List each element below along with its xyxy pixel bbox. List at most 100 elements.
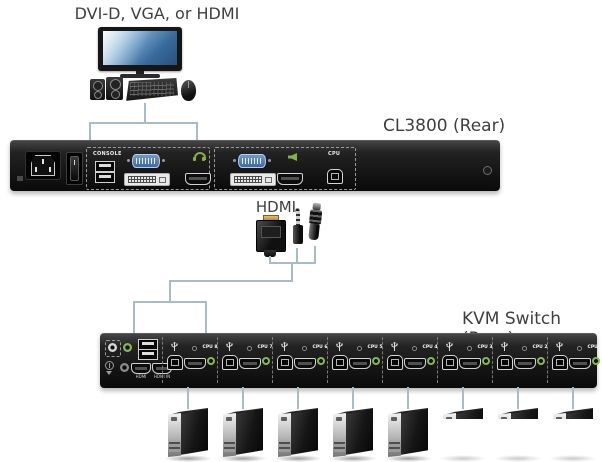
- monitor-screen: [103, 31, 177, 65]
- kvm-power-jack-box: [105, 340, 121, 357]
- cpu-hdmi-port: [294, 358, 316, 369]
- kvm-console-usb-a-port: [138, 349, 158, 360]
- connector-line: [297, 387, 299, 409]
- cpu-audio-jack: [537, 357, 545, 365]
- console-section-label: CONSOLE: [93, 151, 122, 157]
- monitor-bezel: [98, 27, 182, 71]
- cpu-usb-b-port: [222, 355, 238, 370]
- cpu-port-group: CPU 8: [162, 337, 218, 383]
- connector-line: [205, 301, 207, 334]
- connector-line: [169, 280, 171, 302]
- cpu-audio-jack: [427, 357, 435, 365]
- cpu-section: CPU: [214, 147, 356, 190]
- cpu-usb-b-port: [442, 355, 458, 370]
- cpu-port-label: CPU 4: [422, 345, 438, 350]
- connector-line: [407, 387, 409, 409]
- cpu-usb-b-port: [327, 169, 343, 184]
- cl3800-rear-panel: CONSOLE CPU: [10, 140, 500, 191]
- usb-icon: [446, 342, 453, 351]
- cpu-hdmi-port: [569, 358, 591, 369]
- audio-plug-icon: [292, 208, 304, 248]
- connector-line: [517, 387, 519, 409]
- cpu-hdmi-port: [277, 173, 303, 185]
- audio-knob-icon: [522, 346, 527, 351]
- screw-hole: [483, 166, 492, 175]
- connector-line: [89, 122, 91, 141]
- cpu-usb-b-port: [552, 355, 568, 370]
- cl3800-title: CL3800 (Rear): [383, 116, 506, 136]
- cpu-hdmi-port: [349, 358, 371, 369]
- cpu-hdmi-port: [184, 358, 206, 369]
- console-usb-a-port: [95, 161, 115, 172]
- cpu-vga-port: [233, 154, 266, 168]
- cpu-port-group: CPU 2: [492, 337, 548, 383]
- computer-tower: [329, 408, 377, 462]
- cpu-usb-b-port: [277, 355, 293, 370]
- connector-line: [291, 262, 293, 282]
- cpu-port-group: CPU 3: [437, 337, 493, 383]
- headphone-icon: [193, 152, 206, 161]
- mouse-icon: [181, 80, 196, 101]
- computer-tower: [219, 408, 267, 462]
- cpu-usb-b-port: [387, 355, 403, 370]
- cpu-port-group: CPU 1: [547, 337, 602, 383]
- connector-line: [572, 387, 574, 409]
- audio-knob-icon: [412, 346, 417, 351]
- hdmi-connector-icon: [256, 215, 286, 259]
- usb-icon: [281, 342, 288, 351]
- cpu-port-group: CPU 4: [382, 337, 438, 383]
- audio-knob-icon: [467, 346, 472, 351]
- audio-knob-icon: [302, 346, 307, 351]
- kvm-console-hdmi-port: [131, 363, 151, 374]
- connector-line: [133, 301, 135, 334]
- computer-tower-faded: [438, 408, 488, 462]
- cpu-audio-jack: [592, 357, 600, 365]
- computer-tower: [164, 408, 212, 462]
- monitor-icon: [98, 27, 182, 79]
- cpu-port-label: CPU 1: [587, 345, 602, 350]
- cpu-port-group: CPU 6: [272, 337, 328, 383]
- usb-icon: [501, 342, 508, 351]
- cpu-port-group: CPU 5: [327, 337, 383, 383]
- speakers-icon: [90, 76, 123, 102]
- connector-line: [196, 122, 198, 141]
- console-section: CONSOLE: [86, 147, 211, 190]
- kvm-console-hdmi-in-label: HDMI IN: [153, 374, 171, 379]
- monitor-neck: [136, 71, 144, 75]
- cpu-hdmi-port: [239, 358, 261, 369]
- kvm-console-audio-jack: [123, 343, 132, 352]
- cpu-dvi-port: [230, 173, 276, 186]
- computer-tower: [384, 408, 432, 462]
- top-devices-label: DVI-D, VGA, or HDMI: [74, 4, 240, 23]
- monitor-base: [120, 74, 160, 78]
- connector-line: [269, 256, 271, 264]
- cpu-audio-jack: [317, 357, 325, 365]
- usb-icon: [226, 342, 233, 351]
- audio-plug-icon: [306, 202, 324, 243]
- connector-line: [89, 122, 198, 124]
- connector-line: [242, 387, 244, 409]
- cpu-port-label: CPU 3: [477, 345, 493, 350]
- cpu-audio-jack: [207, 357, 215, 365]
- cpu-hdmi-port: [459, 358, 481, 369]
- cpu-audio-jack: [482, 357, 490, 365]
- cpu-section-label: CPU: [328, 151, 341, 157]
- power-switch: [66, 152, 83, 185]
- connector-line: [169, 280, 293, 282]
- keyboard-icon: [126, 78, 178, 101]
- computer-tower-faded: [493, 408, 543, 462]
- usb-icon: [556, 342, 563, 351]
- usb-icon: [391, 342, 398, 351]
- audio-knob-icon: [247, 346, 252, 351]
- connector-line: [314, 246, 316, 264]
- grounding-symbol: [105, 361, 114, 370]
- cpu-port-group: CPU 7: [217, 337, 273, 383]
- cpu-port-label: CPU 6: [312, 345, 328, 350]
- cpu-port-label: CPU 8: [202, 345, 218, 350]
- audio-knob-icon: [192, 346, 197, 351]
- console-vga-port: [127, 154, 160, 168]
- cpu-hdmi-port: [514, 358, 536, 369]
- cpu-port-label: CPU 7: [257, 345, 273, 350]
- kvm-console-mic-jack: [120, 363, 129, 372]
